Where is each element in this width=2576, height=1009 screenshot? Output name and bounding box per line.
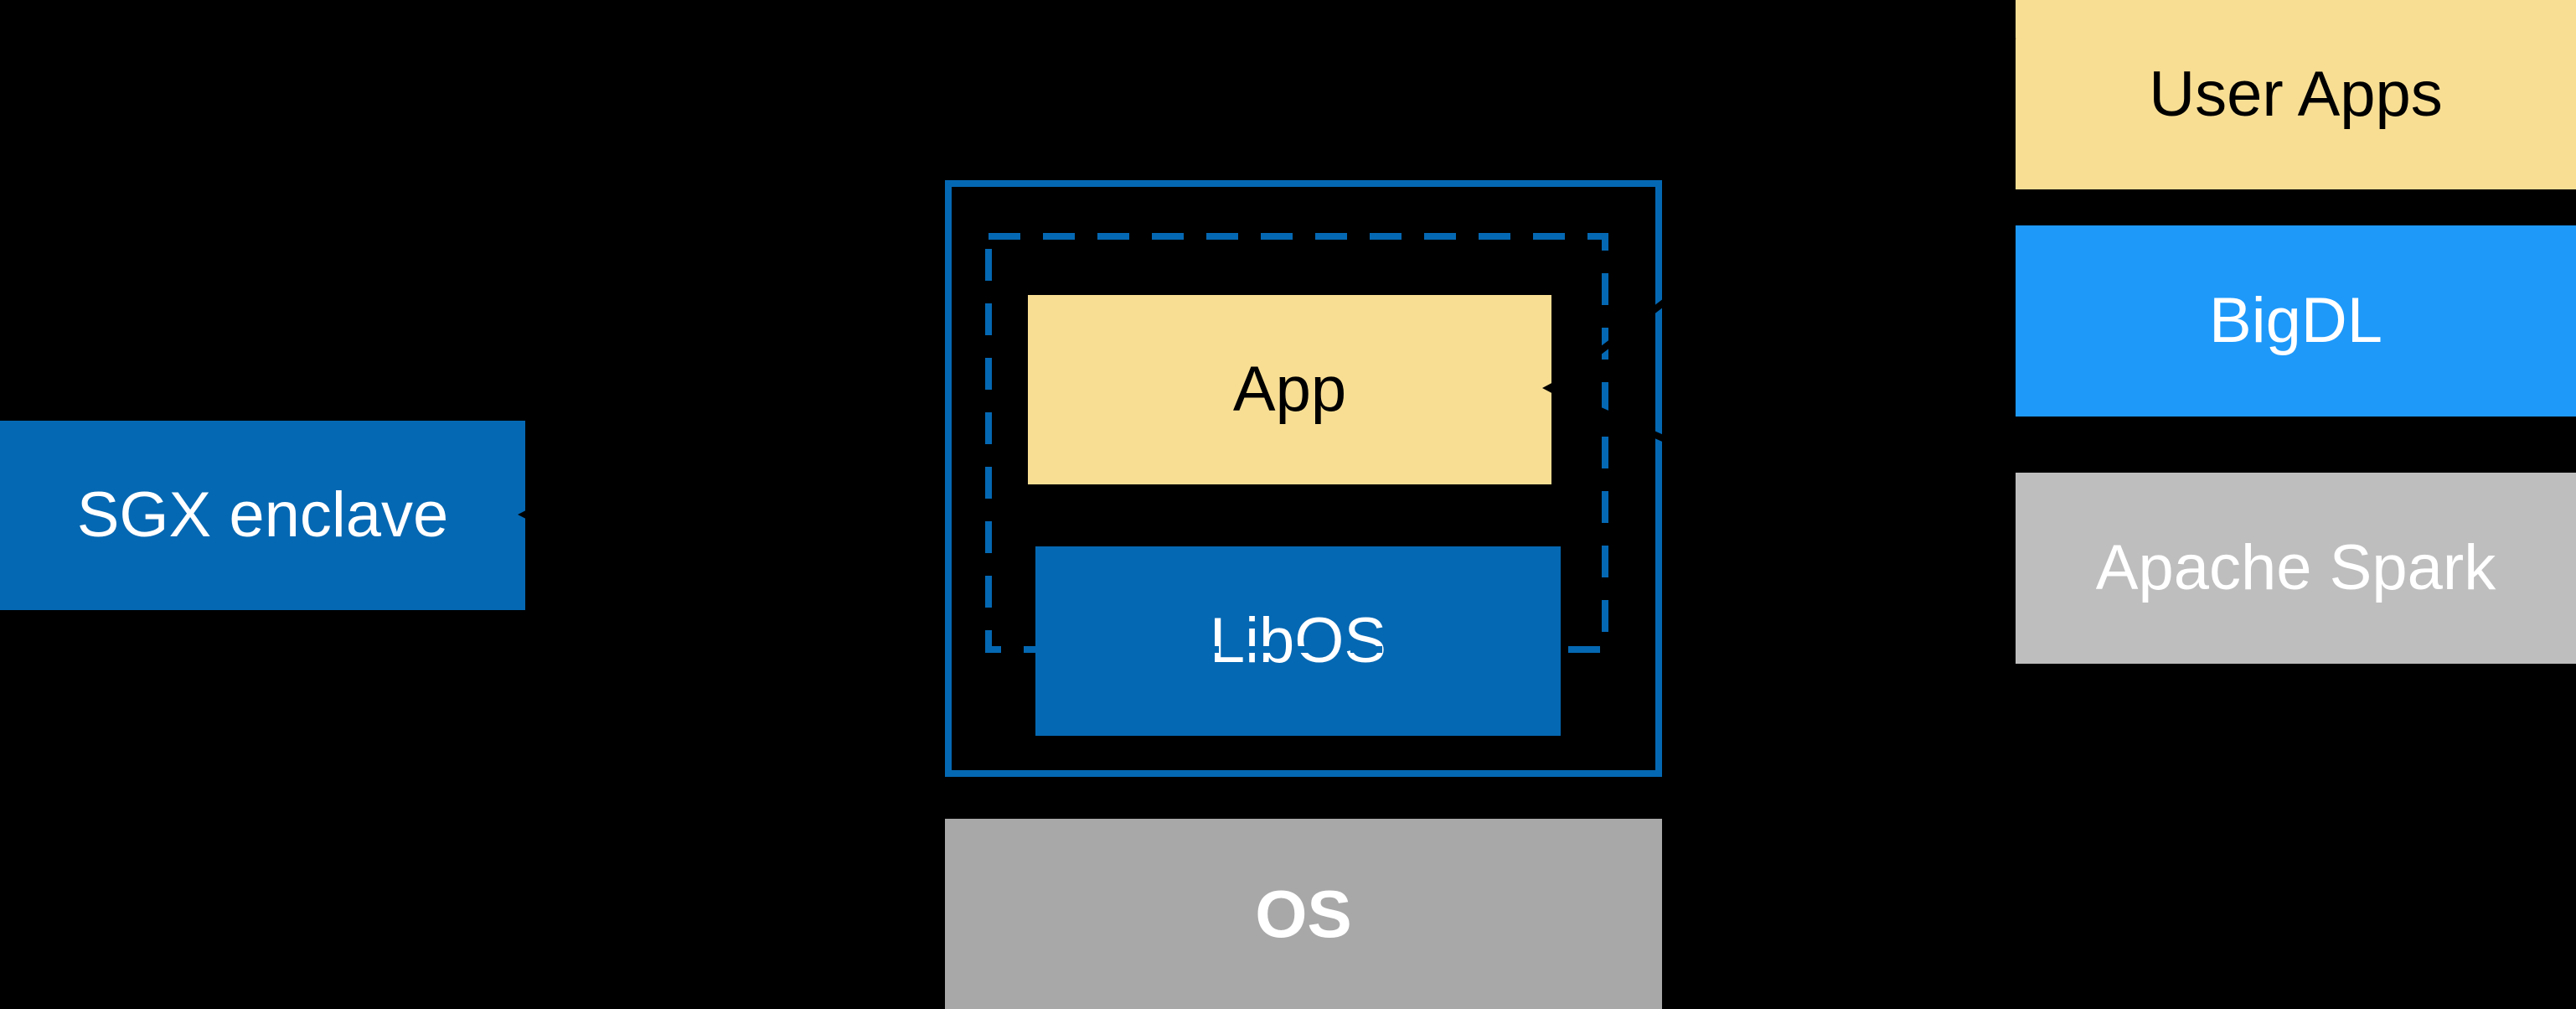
apache-spark-box: Apache Spark (2016, 473, 2576, 664)
apache-spark-label: Apache Spark (2095, 532, 2496, 603)
os-box: OS (945, 819, 1662, 1009)
libos-box: LibOS (1035, 546, 1561, 736)
sgx-enclave-box: SGX enclave (0, 421, 525, 610)
app-label: App (1232, 354, 1347, 425)
user-apps-label: User Apps (2149, 59, 2443, 130)
app-box: App (1028, 295, 1551, 484)
user-apps-box: User Apps (2016, 0, 2576, 189)
sgx-enclave-label: SGX enclave (76, 479, 449, 551)
bigdl-box: BigDL (2016, 225, 2576, 417)
libos-label: LibOS (1209, 605, 1387, 676)
os-label: OS (1255, 876, 1352, 951)
bigdl-label: BigDL (2209, 285, 2382, 356)
